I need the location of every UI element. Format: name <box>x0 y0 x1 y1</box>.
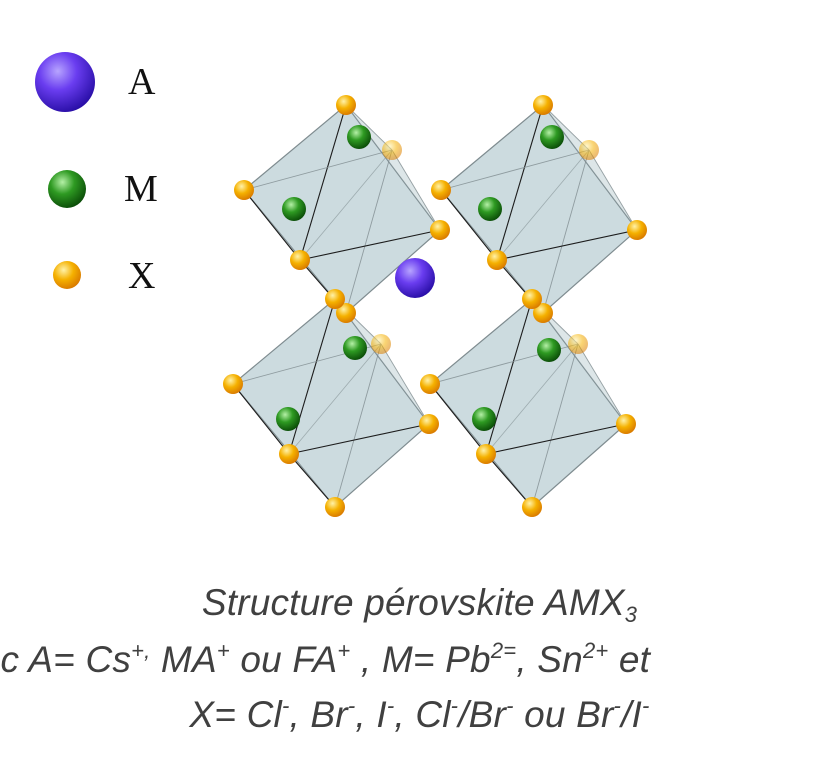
m-site-atom <box>276 407 300 431</box>
m-site-atom <box>347 125 371 149</box>
atoms-group <box>223 95 647 517</box>
caption-superscript: + <box>337 638 351 663</box>
legend-label-x: X <box>128 255 156 297</box>
sphere-purple-icon <box>35 52 95 112</box>
caption-text: , M= Pb <box>350 639 491 680</box>
caption-superscript: 2+ <box>582 638 609 663</box>
octahedra-group <box>232 104 638 508</box>
x-site-atom <box>382 140 402 160</box>
m-site-atom <box>540 125 564 149</box>
x-site-atom <box>533 303 553 323</box>
x-site-atom <box>627 220 647 240</box>
caption-text: /Br <box>458 694 507 735</box>
x-site-atom <box>487 250 507 270</box>
caption-text: MA <box>150 639 217 680</box>
caption-text: et <box>608 639 651 680</box>
x-site-atom <box>325 497 345 517</box>
x-site-atom <box>522 289 542 309</box>
legend-label-a: A <box>128 61 156 103</box>
caption-superscript: - <box>613 693 622 718</box>
legend-label-m: M <box>124 168 158 210</box>
caption-superscript: 2= <box>490 638 517 663</box>
x-site-atom <box>533 95 553 115</box>
legend-icons <box>35 52 95 289</box>
caption-text: /I <box>621 694 643 735</box>
caption-text: ou FA <box>229 639 338 680</box>
caption-text: , I <box>355 694 387 735</box>
x-site-atom <box>430 220 450 240</box>
octahedron-2 <box>440 104 638 314</box>
x-site-atom <box>522 497 542 517</box>
caption-superscript: - <box>506 693 514 718</box>
caption-text: vec A= Cs <box>0 639 132 680</box>
caption-superscript: - <box>450 693 459 718</box>
caption-a-m-sites: vec A= Cs+, MA+ ou FA+ , M= Pb2=, Sn2+ e… <box>0 639 839 681</box>
sphere-yellow-icon <box>53 261 81 289</box>
x-site-atom <box>568 334 588 354</box>
sphere-green-icon <box>48 170 86 208</box>
caption-text: X= Cl <box>189 694 282 735</box>
caption-x-sites: X= Cl-, Br-, I-, Cl-/Br- ou Br-/I- <box>0 694 839 736</box>
caption-superscript: - <box>281 693 290 718</box>
m-site-atom <box>537 338 561 362</box>
caption-text: , Br <box>289 694 348 735</box>
x-site-atom <box>336 95 356 115</box>
m-site-atom <box>472 407 496 431</box>
caption-superscript: - <box>347 693 356 718</box>
x-site-atom <box>579 140 599 160</box>
caption-title: Structure pérovskite AMX3 <box>0 582 839 628</box>
caption-superscript: + <box>216 638 230 663</box>
perovskite-structure-diagram <box>35 52 647 517</box>
octahedron-3 <box>232 298 430 508</box>
x-site-atom <box>336 303 356 323</box>
caption-title-subscript: 3 <box>624 602 638 627</box>
x-site-atom <box>476 444 496 464</box>
m-site-atom <box>282 197 306 221</box>
x-site-atom <box>431 180 451 200</box>
x-site-atom <box>279 444 299 464</box>
a-site-atom <box>395 258 435 298</box>
x-site-atom <box>325 289 345 309</box>
octahedron-4 <box>429 298 627 508</box>
x-site-atom <box>290 250 310 270</box>
m-site-atom <box>478 197 502 221</box>
x-site-atom <box>234 180 254 200</box>
x-site-atom <box>419 414 439 434</box>
caption-title-text: Structure pérovskite AMX <box>201 582 625 623</box>
caption-text: , Sn <box>516 639 583 680</box>
x-site-atom <box>223 374 243 394</box>
caption-superscript: +, <box>131 638 151 663</box>
x-site-atom <box>420 374 440 394</box>
x-site-atom <box>616 414 636 434</box>
caption-text: , Cl <box>394 694 451 735</box>
caption-superscript: - <box>386 693 395 718</box>
m-site-atom <box>343 336 367 360</box>
x-site-atom <box>371 334 391 354</box>
caption-superscript: - <box>642 693 650 718</box>
caption-text: ou Br <box>513 694 614 735</box>
